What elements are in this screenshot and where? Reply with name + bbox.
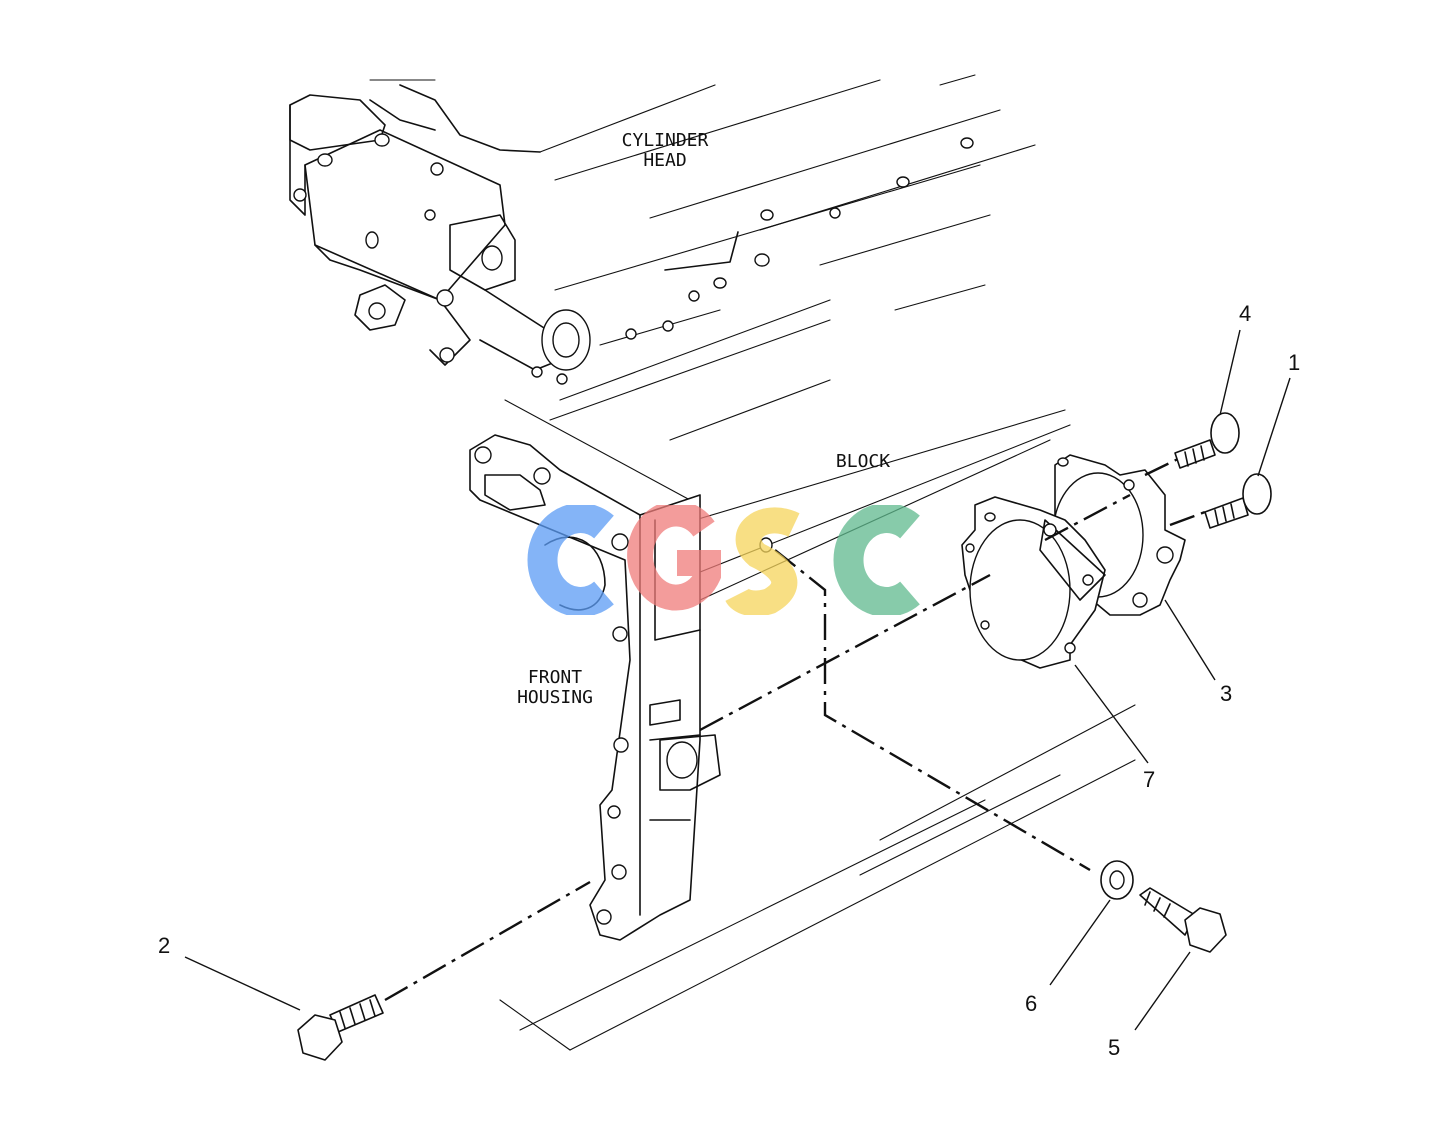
block-outline (369, 74, 1136, 1051)
washer-6 (1100, 860, 1134, 900)
callout-3: 3 (1220, 681, 1233, 706)
callout-7: 7 (1143, 767, 1156, 792)
front-housing-label-line2: HOUSING (517, 687, 593, 708)
block-holes (531, 137, 974, 385)
bolt-5 (1139, 887, 1227, 953)
callout-4: 4 (1239, 301, 1252, 326)
callout-1: 1 (1288, 350, 1301, 375)
front-housing-label: FRONT HOUSING (500, 668, 610, 708)
callout-6: 6 (1025, 991, 1038, 1016)
gasket (961, 496, 1106, 669)
bolt-1 (1204, 473, 1272, 529)
leader-lines (184, 329, 1291, 1031)
block-label: BLOCK (835, 451, 891, 472)
front-housing-label-line1: FRONT (527, 667, 583, 688)
cylinder-head-housing (289, 84, 591, 371)
cylinder-head-label-line2: HEAD (643, 150, 687, 171)
callout-5: 5 (1108, 1035, 1121, 1060)
cylinder-head-label: CYLINDER HEAD (600, 131, 730, 171)
assembly-lines (384, 456, 1206, 1002)
cylinder-head-label-line1: CYLINDER (621, 130, 709, 151)
bolt-2 (297, 994, 384, 1061)
pump-adapter (1052, 454, 1186, 616)
bolt-4 (1174, 412, 1240, 469)
callout-2: 2 (158, 933, 171, 958)
